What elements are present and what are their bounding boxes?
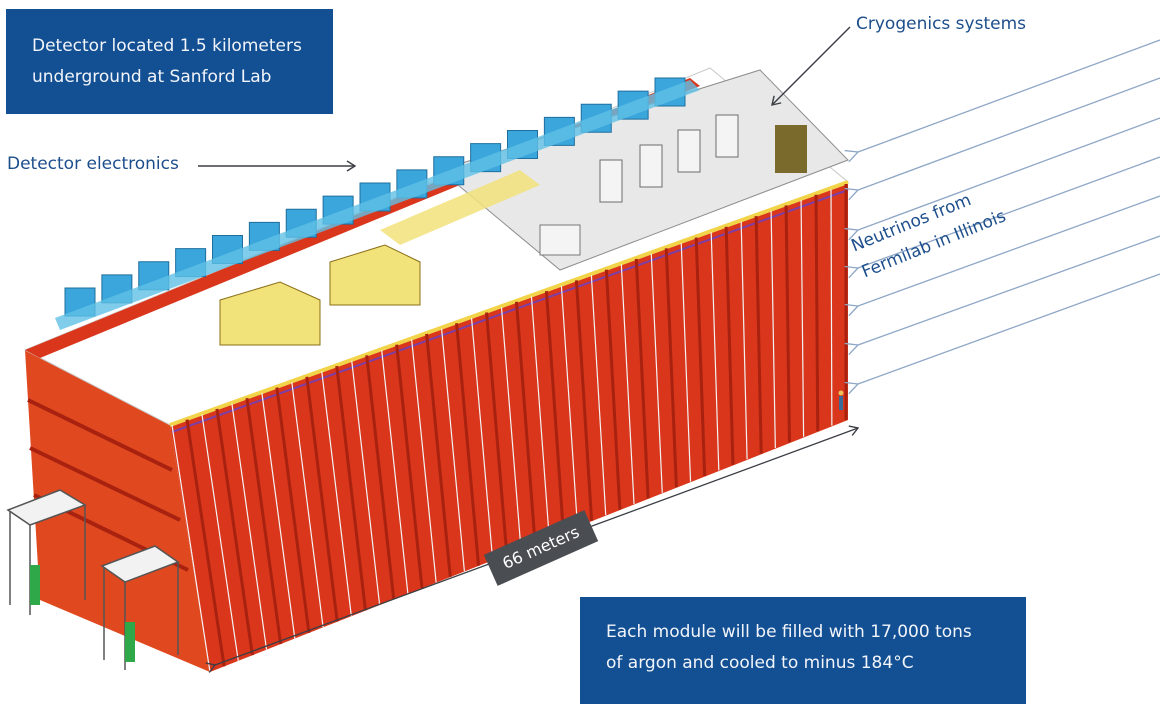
frame-rib — [800, 200, 805, 437]
neutrino-beam-lines — [844, 39, 1161, 395]
yellow-huts — [219, 244, 421, 346]
argon-callout: Each module will be filled with 17,000 t… — [580, 597, 1026, 704]
frame-rib — [754, 216, 763, 454]
front-top-pipe-purple — [171, 189, 849, 433]
frame-rib — [770, 210, 776, 449]
neutrino-beam-line — [844, 117, 1161, 241]
electronics-racks — [55, 77, 700, 330]
person-figure — [838, 390, 844, 410]
location-line-2: underground at Sanford Lab — [32, 67, 272, 87]
frame-rib — [740, 221, 748, 460]
frame-rib — [784, 205, 791, 443]
electronics-label: Detector electronics — [7, 154, 179, 174]
cryo-unit — [539, 224, 581, 256]
frame-rib — [724, 226, 735, 465]
frame-rib — [814, 194, 820, 432]
cryogenics-arrow — [771, 26, 851, 106]
neutrino-beam-line — [844, 273, 1161, 395]
neutrino-beam-line — [844, 195, 1161, 317]
argon-line-1: Each module will be filled with 17,000 t… — [606, 622, 972, 642]
support-platforms — [6, 489, 180, 670]
end-face — [25, 350, 210, 672]
cryogenics-label: Cryogenics systems — [856, 14, 1026, 34]
yellow-walkway — [380, 170, 540, 245]
frame-rib — [830, 189, 833, 426]
frame-rib — [171, 424, 211, 673]
location-line-1: Detector located 1.5 kilometers — [32, 36, 302, 56]
location-callout: Detector located 1.5 kilometers undergro… — [6, 9, 333, 114]
end-wall-panel — [775, 125, 807, 173]
neutrino-beam-line — [844, 39, 1161, 163]
neutrino-beam-line — [844, 235, 1161, 356]
front-top-pipes — [169, 180, 849, 427]
neutrino-beam-line — [844, 156, 1161, 279]
cryogenics-tanks — [599, 114, 739, 203]
electronics-walkway — [55, 80, 700, 330]
neutrino-beam-line — [844, 77, 1161, 201]
argon-line-2: of argon and cooled to minus 184°C — [606, 653, 914, 673]
